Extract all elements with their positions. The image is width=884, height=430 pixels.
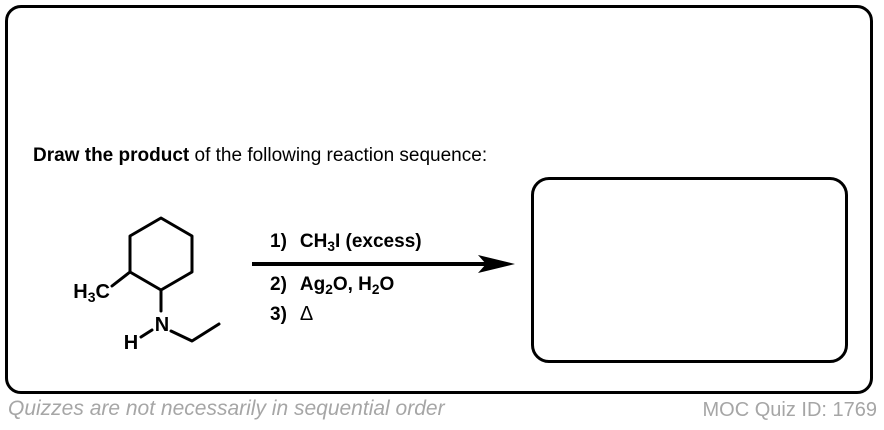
methyl-label: H3C bbox=[73, 281, 110, 305]
ethyl-chain-bonds bbox=[169, 322, 221, 343]
step-1-reagent: CH bbox=[299, 231, 328, 252]
heat-delta-symbol: Δ bbox=[299, 303, 314, 325]
reaction-arrow-head bbox=[478, 255, 515, 273]
step-1-number: 1) bbox=[270, 231, 287, 252]
quiz-id-label: MOC Quiz ID: 1769 bbox=[702, 399, 877, 421]
footer-note: Quizzes are not necessarily in sequentia… bbox=[8, 397, 445, 420]
nh-bond bbox=[139, 328, 154, 339]
product-answer-box[interactable] bbox=[531, 177, 848, 363]
reaction-step-1: 1)CH3I (excess) bbox=[270, 231, 422, 254]
nh-hydrogen-label: H bbox=[124, 332, 138, 354]
reaction-step-3: 3) Δ bbox=[270, 303, 313, 326]
question-prompt: Draw the product of the following reacti… bbox=[33, 144, 487, 168]
step-3-number: 3) bbox=[270, 304, 287, 325]
methyl-bond bbox=[110, 270, 132, 288]
cyclohexane-ring bbox=[128, 216, 194, 292]
nitrogen-label: N bbox=[155, 314, 169, 336]
question-prompt-bold: Draw the product bbox=[33, 145, 190, 166]
step-2-reagent: Ag bbox=[299, 274, 326, 295]
reaction-step-2: 2)Ag2O, H2O bbox=[270, 274, 395, 297]
step-2-number: 2) bbox=[270, 274, 287, 295]
question-prompt-rest: of the following reaction sequence: bbox=[189, 145, 488, 166]
